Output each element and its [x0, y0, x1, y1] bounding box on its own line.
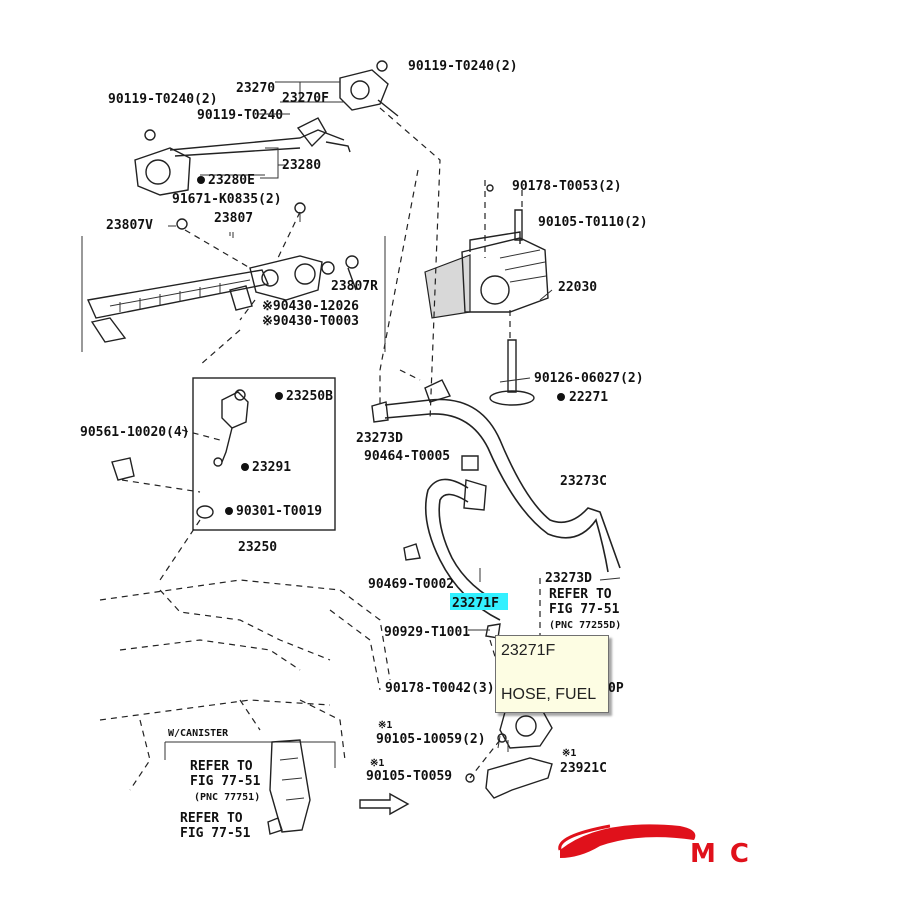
label-pnc-2: (PNC 77751): [194, 792, 260, 803]
label-23291: 23291: [252, 460, 291, 475]
label-23280: 23280: [282, 158, 321, 173]
label-90105-t0059: 90105-T0059: [366, 769, 452, 784]
linkage-assembly-23270[interactable]: [275, 60, 399, 117]
label-90430-t0003: ※90430-T0003: [262, 314, 359, 329]
label-w-canister: W/CANISTER: [168, 728, 229, 739]
tooltip-description: HOSE, FUEL: [501, 686, 597, 703]
label-90929: 90929-T1001: [384, 625, 470, 640]
engine-outline: [99, 579, 391, 791]
callout-labels: 90119-T0240(2) 23270 23270F 90119-T0240(…: [80, 59, 648, 841]
linkage-assembly-23280[interactable]: [134, 117, 351, 196]
label-90178-t0042: 90178-T0042(3): [385, 681, 495, 696]
label-90430-12026: ※90430-12026: [262, 299, 359, 314]
label-refer-1a: REFER TO: [549, 587, 612, 602]
pointer-ticks: [168, 113, 621, 631]
logo-text: MC: [690, 839, 763, 869]
label-90178-t0053: 90178-T0053(2): [512, 179, 622, 194]
label-22030: 22030: [558, 280, 597, 295]
tooltip-part-number: 23271F: [501, 642, 556, 659]
linkage-assembly-23807[interactable]: [86, 202, 359, 343]
label-pnc-1: (PNC 77255D): [549, 620, 621, 631]
label-23280e: 23280E: [208, 173, 255, 188]
label-90561: 90561-10020(4): [80, 425, 190, 440]
label-note1-c: ※1: [370, 758, 384, 769]
label-23807: 23807: [214, 211, 253, 226]
label-refer-2a: REFER TO: [190, 759, 253, 774]
canister-inset[interactable]: [164, 739, 336, 835]
label-23250: 23250: [238, 540, 277, 555]
cmc-logo: MC: [558, 824, 763, 869]
label-0p: 0P: [608, 681, 624, 696]
label-refer-2b: FIG 77-51: [190, 774, 261, 789]
label-23921c: 23921C: [560, 761, 607, 776]
label-23273c: 23273C: [560, 474, 607, 489]
guide-lines: [81, 232, 481, 582]
label-note1-b: ※1: [562, 748, 576, 759]
label-refer-3b: FIG 77-51: [180, 826, 251, 841]
label-91671: 91671-K0835(2): [172, 192, 282, 207]
label-refer-3a: REFER TO: [180, 811, 243, 826]
label-23270: 23270: [236, 81, 275, 96]
label-23273d-b: 23273D: [545, 571, 592, 586]
logo-swoosh: [560, 824, 696, 858]
label-22271: 22271: [569, 390, 608, 405]
label-90464: 90464-T0005: [364, 449, 450, 464]
throttle-body-22030[interactable]: [424, 184, 549, 406]
label-23271f: 23271F: [452, 596, 499, 611]
label-90126: 90126-06027(2): [534, 371, 644, 386]
label-23270f: 23270F: [282, 91, 329, 106]
label-90105-t0110: 90105-T0110(2): [538, 215, 648, 230]
hose-23273c[interactable]: [371, 379, 621, 573]
label-23807v: 23807V: [106, 218, 153, 233]
label-90469: 90469-T0002: [368, 577, 454, 592]
label-90119-t0240: 90119-T0240: [197, 108, 283, 123]
leader-lines: [121, 107, 541, 779]
sensor-group-23250[interactable]: [111, 377, 336, 531]
label-23250b: 23250B: [286, 389, 333, 404]
part-tooltip: 23271F HOSE, FUEL: [495, 635, 609, 713]
highlight-23271f: [450, 593, 508, 610]
label-23273d-a: 23273D: [356, 431, 403, 446]
label-90119-t0240-2-top: 90119-T0240(2): [408, 59, 518, 74]
label-90301: 90301-T0019: [236, 504, 322, 519]
label-23807r: 23807R: [331, 279, 378, 294]
label-refer-1b: FIG 77-51: [549, 602, 620, 617]
label-90105-10059: 90105-10059(2): [376, 732, 486, 747]
label-note1-a: ※1: [378, 720, 392, 731]
label-90119-t0240-2-left: 90119-T0240(2): [108, 92, 218, 107]
